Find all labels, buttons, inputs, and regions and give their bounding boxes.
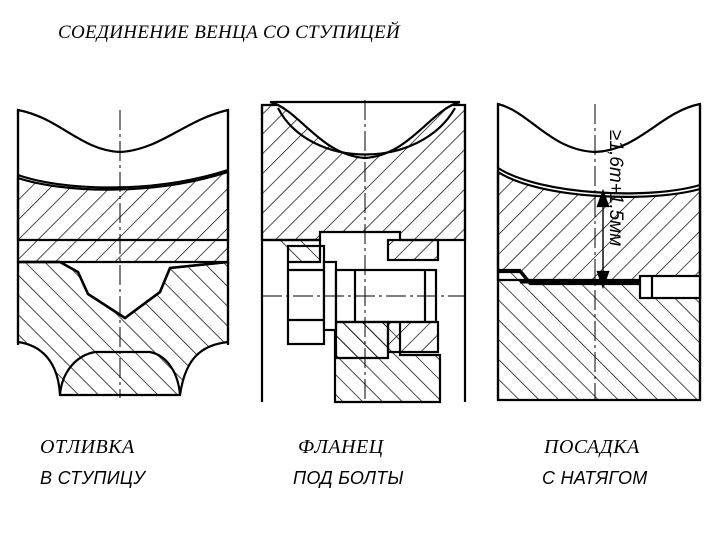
caption-flange-line2: ПОД БОЛТЫ bbox=[293, 468, 404, 488]
hub-hatched bbox=[16, 260, 230, 397]
caption-flange-line1: ФЛАНЕЦ bbox=[298, 436, 384, 458]
set-screw bbox=[638, 274, 702, 300]
diagram-title: СОЕДИНЕНИЕ ВЕНЦА СО СТУПИЦЕЙ bbox=[58, 22, 401, 43]
caption-casting-line1: ОТЛИВКА bbox=[40, 436, 135, 458]
panel-casting bbox=[16, 108, 230, 398]
caption-casting-line2: В СТУПИЦУ bbox=[40, 468, 146, 488]
panel-flange bbox=[260, 100, 467, 404]
dimension-label: ≥1,6m+1,5мм bbox=[605, 130, 626, 247]
caption-pressfit-line2: С НАТЯГОМ bbox=[542, 468, 648, 488]
caption-pressfit-line1: ПОСАДКА bbox=[544, 436, 640, 458]
flange-right bbox=[386, 238, 440, 262]
panel-press-fit bbox=[496, 102, 702, 402]
